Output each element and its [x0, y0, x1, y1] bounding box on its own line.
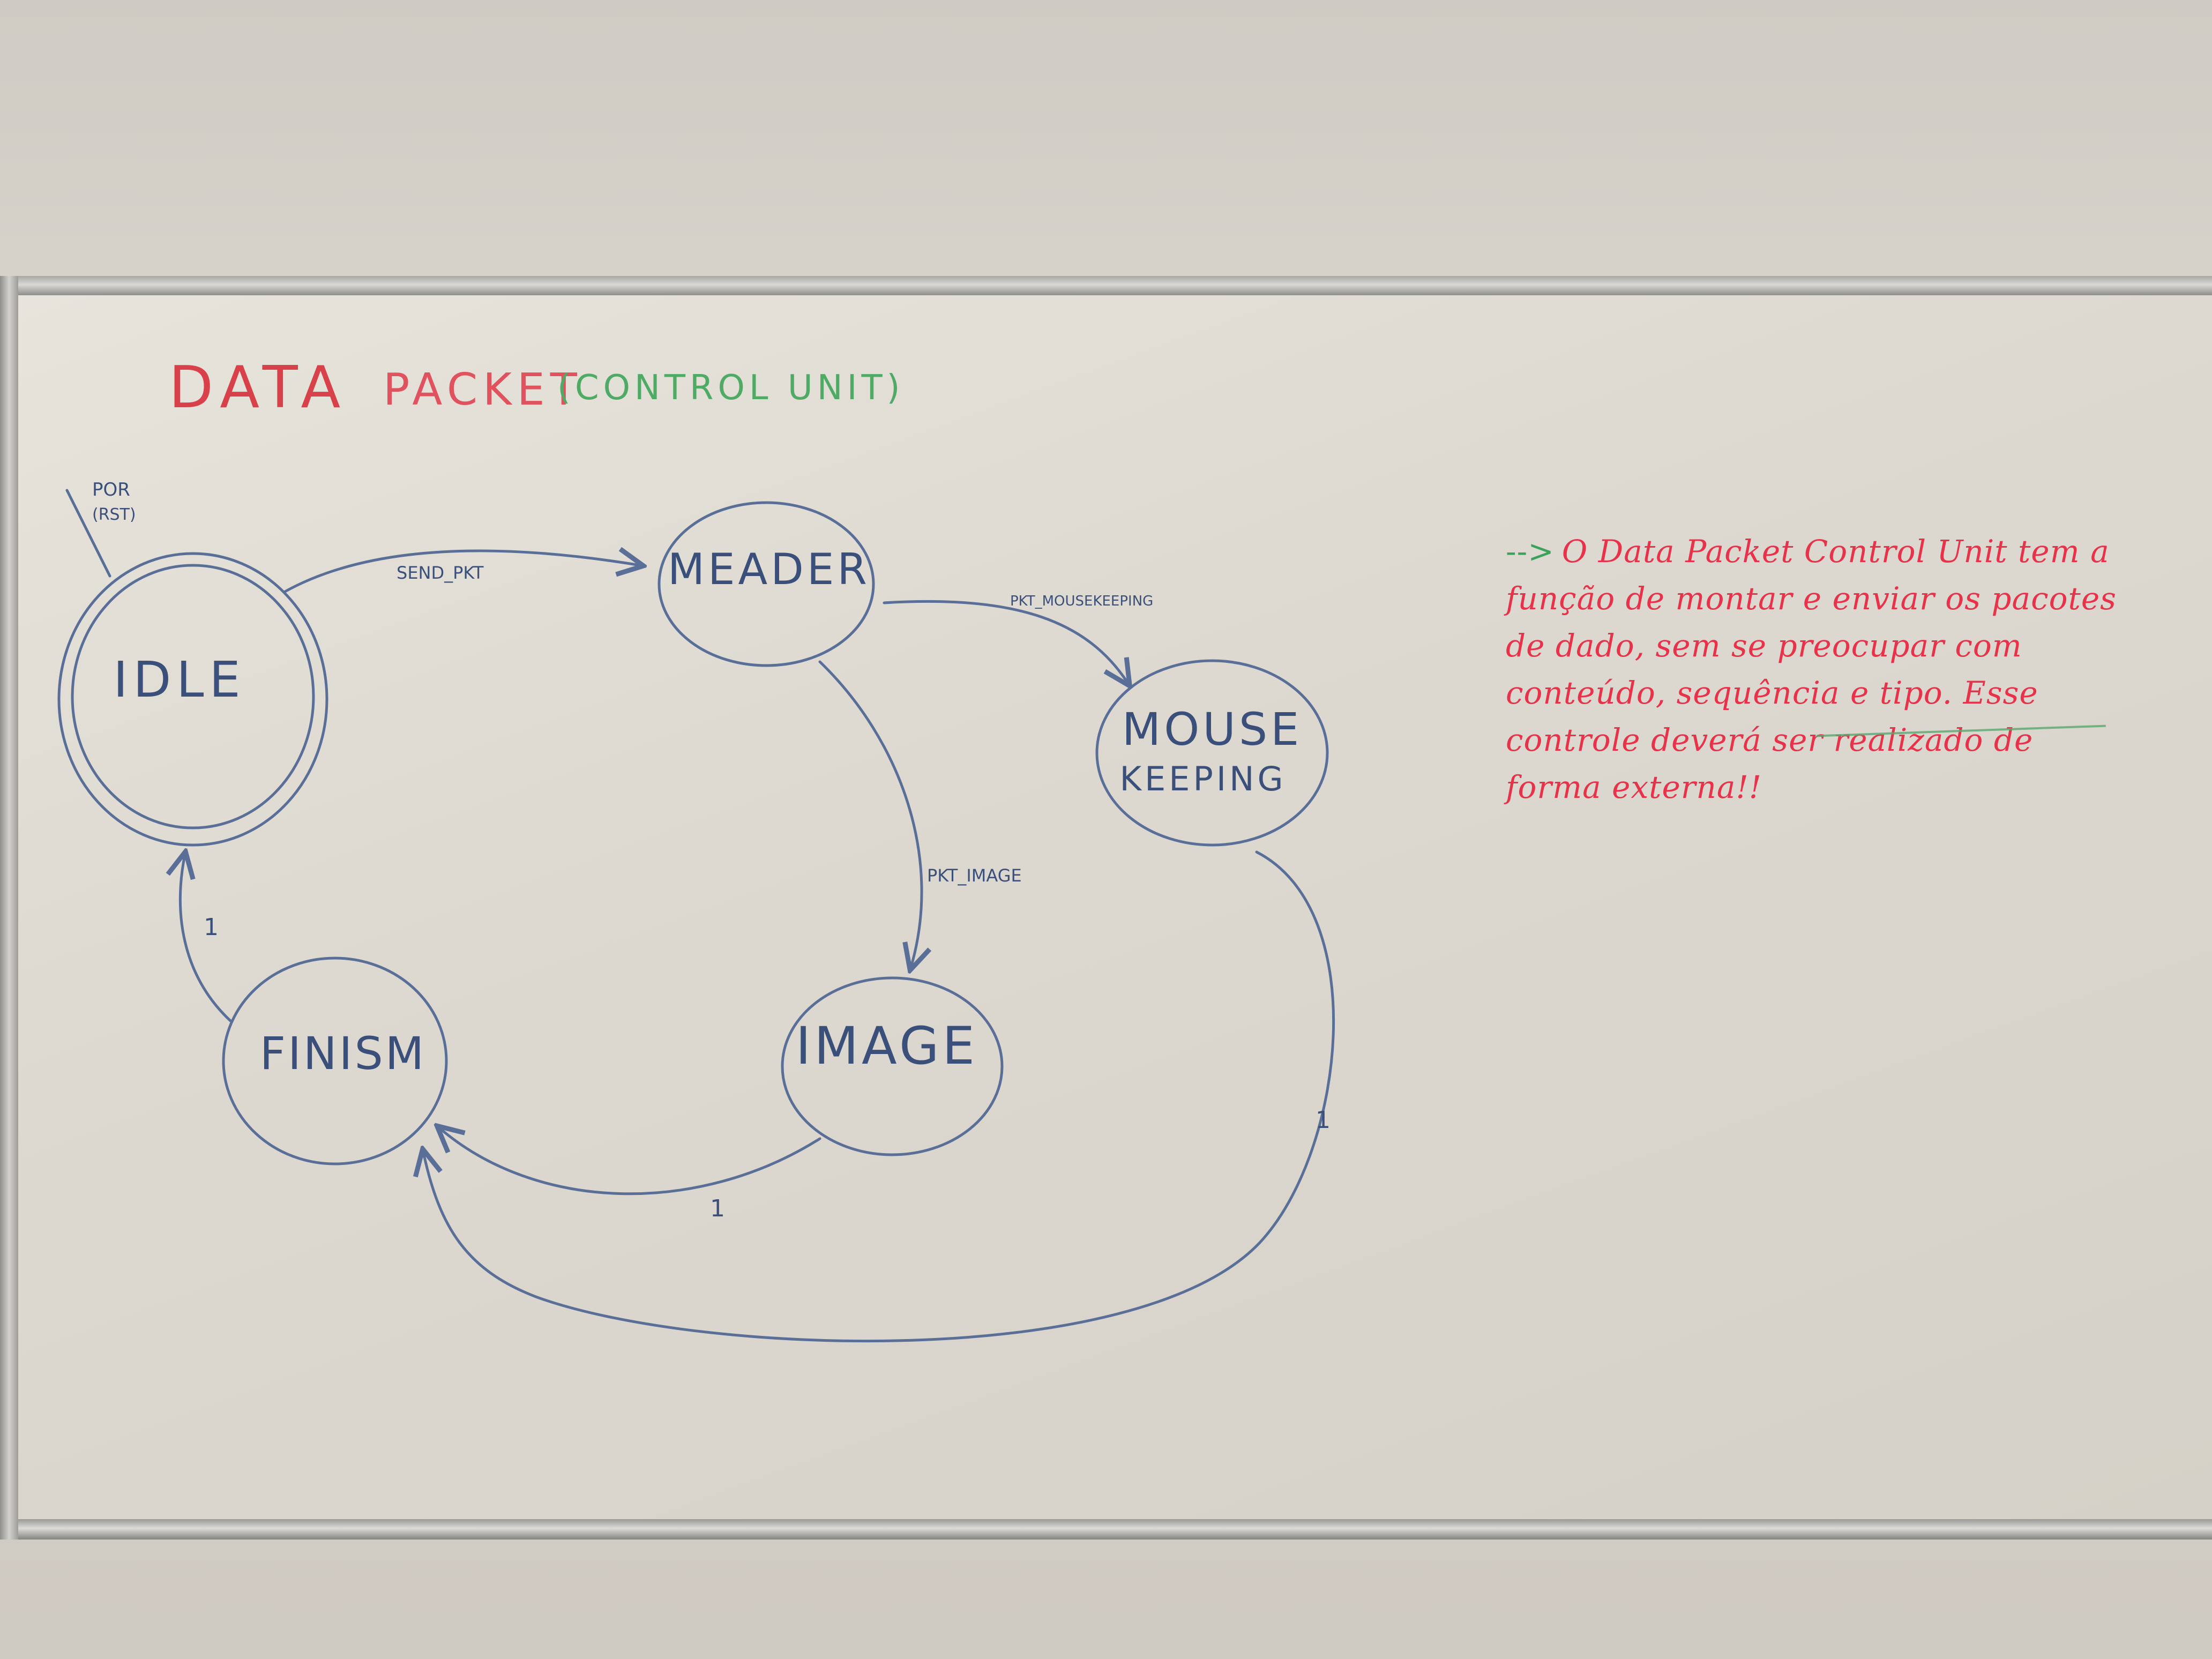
- transition-finish-to-idle-label: 1: [204, 914, 219, 941]
- note-arrow-icon: -->: [1506, 533, 1555, 570]
- reset-label-por: POR: [92, 479, 130, 500]
- state-idle-label: IDLE: [113, 651, 245, 708]
- transition-header-to-housekeeping-label: PKT_MOUSEKEEPING: [1010, 593, 1153, 609]
- transition-header-to-image: [818, 660, 922, 967]
- transition-image-to-finish: [439, 1128, 821, 1195]
- whiteboard-frame-top: [0, 276, 2212, 295]
- state-housekeeping-label-2: KEEPING: [1119, 759, 1286, 798]
- state-housekeeping-label-1: MOUSE: [1122, 703, 1302, 756]
- state-housekeeping: MOUSE KEEPING: [1095, 659, 1329, 847]
- transition-header-to-image-label: PKT_IMAGE: [927, 865, 1022, 886]
- reset-arrow: [65, 489, 111, 578]
- state-image-label: IMAGE: [796, 1016, 978, 1076]
- state-header-label: MEADER: [668, 544, 870, 594]
- state-idle: IDLE: [57, 552, 328, 847]
- title-packet: PACKET: [383, 364, 582, 415]
- whiteboard-frame-left: [0, 276, 18, 1540]
- reset-label-rst: (RST): [92, 505, 136, 524]
- title-control-unit: (CONTROL UNIT): [557, 368, 905, 408]
- transition-housekeeping-to-finish: [423, 850, 1335, 1343]
- state-image: IMAGE: [781, 976, 1004, 1156]
- transition-header-to-housekeeping: [883, 600, 1128, 683]
- transition-idle-to-header: [282, 551, 640, 594]
- transition-idle-to-header-label: SEND_PKT: [397, 563, 484, 583]
- transition-finish-to-idle: [180, 855, 232, 1022]
- state-header: MEADER: [657, 501, 875, 667]
- title-data: DATA: [169, 354, 348, 421]
- transition-image-to-finish-label: 1: [710, 1195, 725, 1222]
- state-finish-label: FINISM: [260, 1027, 427, 1080]
- state-finish: FINISM: [222, 956, 448, 1165]
- description-note: -->O Data Packet Control Unit tem a funç…: [1506, 528, 2138, 811]
- whiteboard-frame-bottom: [0, 1519, 2212, 1540]
- note-text: O Data Packet Control Unit tem a função …: [1506, 533, 2117, 805]
- transition-housekeeping-to-finish-label: 1: [1316, 1107, 1331, 1134]
